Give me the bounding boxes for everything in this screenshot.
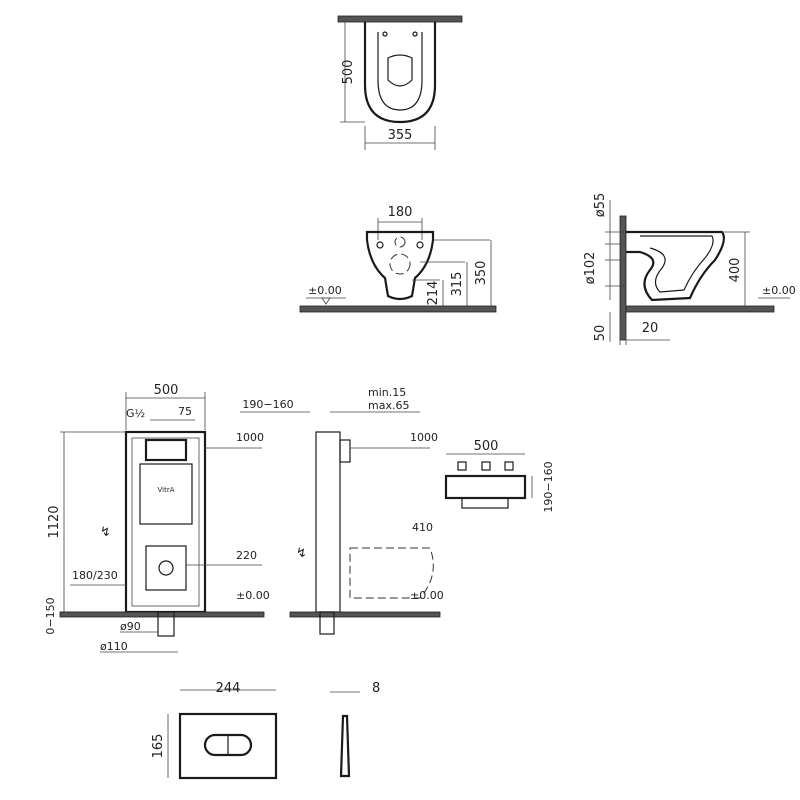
floor-line-side <box>625 305 775 313</box>
dim-front-214: 214 <box>426 281 441 306</box>
fix-hole-left <box>382 31 388 37</box>
frame-side-410: 410 <box>412 521 433 534</box>
dim-hole-spacing: 180 <box>388 205 413 220</box>
front-hole-left <box>376 241 384 249</box>
plate-height: 165 <box>151 734 166 759</box>
dim-front-350: 350 <box>474 261 489 286</box>
floor-line-front <box>299 305 497 313</box>
bowl-opening <box>387 54 413 87</box>
frame-side-outline <box>315 431 341 613</box>
frame-top-outline <box>444 474 527 500</box>
frame-floor-level: ±0.00 <box>236 589 270 602</box>
cistern-body <box>139 463 193 525</box>
bowl-side-trap <box>640 235 714 293</box>
frame-top-width: 500 <box>474 439 499 454</box>
front-inlet <box>394 236 406 248</box>
bowl-side-outline <box>626 230 725 302</box>
dim-front-315: 315 <box>450 272 465 297</box>
frame-side-min: min.15 <box>368 386 406 399</box>
plate-side <box>339 714 351 778</box>
frame-power-icon: ↯ <box>100 525 111 540</box>
plate-outline <box>178 712 278 780</box>
frame-dia-110: ø110 <box>100 640 128 653</box>
plate-width: 244 <box>216 681 241 696</box>
frame-side-1000: 1000 <box>410 431 438 444</box>
frame-side-depth: 190−160 <box>242 398 293 411</box>
cistern-top <box>144 438 188 462</box>
frame-dia-90: ø90 <box>120 620 141 633</box>
frame-side-floor-level: ±0.00 <box>410 589 444 602</box>
frame-height: 1120 <box>47 505 62 538</box>
frame-side-max: max.65 <box>368 399 409 412</box>
dim-side-102: ø102 <box>583 252 598 285</box>
frame-side-floor <box>289 611 441 618</box>
dim-side-55: ø55 <box>593 193 608 218</box>
front-floor-level: ±0.00 <box>308 284 342 297</box>
frame-range-180-230: 180/230 <box>72 569 118 582</box>
frame-bracket <box>145 545 187 591</box>
bowl-outline <box>363 22 437 124</box>
frame-side-cistern <box>339 439 351 463</box>
frame-level-220: 220 <box>236 549 257 562</box>
frame-side-bowl <box>349 547 434 599</box>
flush-plate: 244 165 8 <box>151 681 380 780</box>
frame-top-view: 500 190−160 <box>444 439 555 513</box>
frame-floor <box>59 611 265 618</box>
frame-side-view: 190−160 min.15 max.65 1000 410 ↯ ±0.00 <box>240 386 444 635</box>
front-hole-right <box>416 241 424 249</box>
dim-depth: 500 <box>341 60 356 85</box>
level-marker <box>321 297 331 305</box>
frame-width: 500 <box>154 383 179 398</box>
frame-outlet <box>158 560 174 576</box>
front-outlet <box>389 253 411 275</box>
bowl-rim <box>377 32 423 111</box>
top-view: 500 355 <box>337 15 463 150</box>
plate-thickness: 8 <box>372 681 380 696</box>
dim-side-height: 400 <box>728 258 743 283</box>
frame-level-1000: 1000 <box>236 431 264 444</box>
side-view: ø55 ø102 400 ±0.00 50 20 <box>583 193 796 345</box>
wall-line-side <box>619 215 627 341</box>
wall-line <box>337 15 463 23</box>
frame-drain <box>157 611 175 637</box>
frame-inlet-offset: 75 <box>178 405 192 418</box>
dim-width: 355 <box>388 128 413 143</box>
bowl-front-outline <box>365 230 435 301</box>
dim-side-20: 20 <box>642 321 659 336</box>
frame-side-power-icon: ↯ <box>296 546 307 561</box>
frame-front-view: 500 G½ 75 VitrA 1120 ↯ 1000 220 180/230 … <box>44 383 270 653</box>
frame-top-back <box>461 497 509 509</box>
front-view: 180 214 315 350 ±0.00 <box>299 205 497 313</box>
frame-brand: VitrA <box>158 486 175 494</box>
frame-side-drain <box>319 611 335 635</box>
frame-top-depth: 190−160 <box>542 461 555 512</box>
frame-range-0-150: 0−150 <box>44 597 57 634</box>
side-floor-level: ±0.00 <box>762 284 796 297</box>
fix-hole-right <box>412 31 418 37</box>
dim-side-50: 50 <box>593 325 608 342</box>
frame-inlet: G½ <box>126 407 145 420</box>
